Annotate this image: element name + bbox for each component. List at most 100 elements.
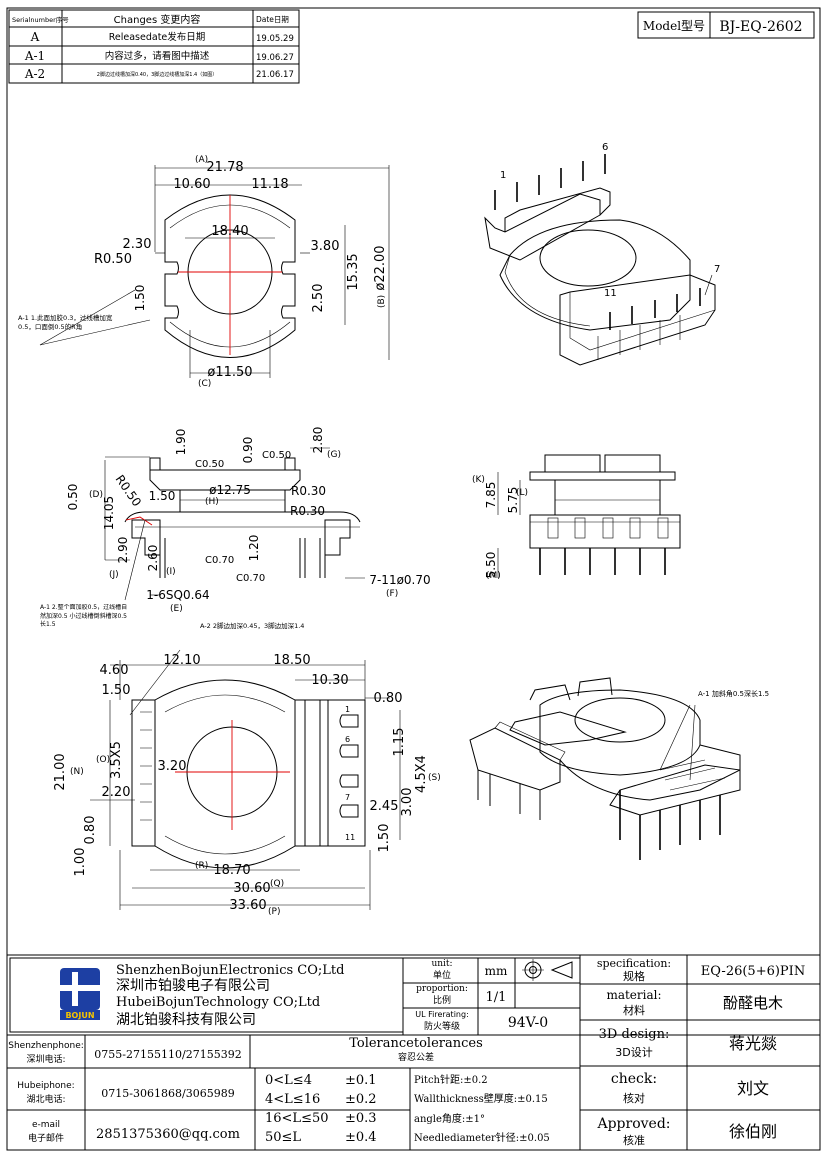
ref-s: (S)	[428, 773, 441, 783]
iso-pin-11: 11	[604, 288, 617, 299]
email-label: e-mail	[32, 1120, 60, 1130]
fire-label: UL Firerating:	[415, 1010, 469, 1019]
spec-value: EQ-26(5+6)PIN	[701, 964, 805, 979]
dim-21-00: 21.00	[53, 753, 68, 790]
dim-7-11-dia: 7-11ø0.70	[369, 573, 430, 587]
pad-label-1: 1	[345, 705, 350, 714]
dim-2-90: 2.90	[116, 537, 130, 564]
dim-0-50: 0.50	[66, 484, 80, 511]
model-box: Model型号 BJ-EQ-2602	[637, 11, 815, 39]
side-view: 1.90 0.90 2.80 (G) C0.50 C0.50 ø12.75 (H…	[40, 427, 431, 628]
projection-symbol-icon	[522, 959, 573, 981]
top-view: 21.78 (A) 10.60 11.18 18.40 2.30 R0.50 3…	[18, 155, 390, 389]
rev-date-a: 19.05.29	[256, 34, 294, 44]
bottom-view: 12.10 18.50 4.60 10.30 1.50 0.80 3.5X5 3…	[53, 622, 441, 917]
rev-change-a1: 内容过多，请看图中描述	[105, 50, 210, 62]
design-value: 蒋光燚	[729, 1034, 777, 1053]
dim-c0-70-a: C0.70	[205, 555, 234, 566]
pad-label-7: 7	[345, 793, 350, 802]
tol-wall: Wallthickness壁厚度:±0.15	[414, 1092, 548, 1105]
rev-header-changes: Changes 变更内容	[114, 13, 201, 26]
rev-change-a2: 2脚边过线槽加深0.40，3脚边过线槽加深1.4（如图）	[97, 71, 217, 78]
ref-k: (K)	[472, 475, 485, 485]
ref-b: (B)	[377, 295, 387, 308]
dim-c0-50-a: C0.50	[195, 459, 224, 470]
dim-1-15: 1.15	[392, 728, 407, 757]
dim-4-60: 4.60	[100, 663, 129, 678]
company-en-2: HubeiBojunTechnology CO;Ltd	[116, 995, 320, 1010]
top-view-note: A-1 1.此面加胶0.3，过线槽加宽0.5，口面倒0.5的R角	[18, 314, 113, 331]
ref-j: (J)	[109, 570, 119, 580]
dim-7-85: 7.85	[484, 482, 498, 509]
tol-range-1: 0<L≤4	[265, 1073, 312, 1088]
dim-1-50-c: 1.50	[377, 824, 392, 853]
tol-range-3: 16<L≤50	[265, 1111, 329, 1126]
side-view-note: A-1 2.整个面加胶0.5，过线槽自然加深0.5 小过线槽倒斜槽深0.5长1.…	[40, 604, 128, 628]
approved-label-cn: 核准	[623, 1133, 645, 1147]
proportion-value: 1/1	[486, 990, 507, 1005]
dim-1-90: 1.90	[174, 429, 188, 456]
dim-3-20: 3.20	[158, 759, 187, 774]
dim-10-30: 10.30	[311, 673, 348, 688]
iso-pin-7: 7	[714, 264, 720, 275]
rev-serial-a2: A-2	[24, 67, 45, 81]
tol-needle: Needlediameter针径:±0.05	[414, 1131, 550, 1144]
phone-sz-label-cn: 深圳电话:	[26, 1053, 65, 1065]
dim-5-50: 5.50	[484, 552, 498, 579]
logo-text: BOJUN	[65, 1011, 94, 1020]
ref-l: (L)	[516, 488, 528, 498]
design-label: 3D design:	[599, 1027, 670, 1042]
ref-g: (G)	[327, 450, 341, 460]
ref-r: (R)	[195, 861, 208, 871]
dim-c0-70-b: C0.70	[236, 573, 265, 584]
email-label-cn: 电子邮件	[28, 1132, 64, 1144]
iso-top-view: 1 6 7 11	[484, 142, 720, 366]
pad-label-6: 6	[345, 735, 350, 744]
dim-1-6-sq: 1-6SQ0.64	[146, 588, 209, 602]
phone-sz-value: 0755-27155110/27155392	[94, 1048, 241, 1061]
revision-table: Serialnumber序号 Changes 变更内容 Date日期 A Rel…	[8, 9, 300, 84]
tol-value-3: ±0.3	[345, 1111, 377, 1126]
phone-sz-label: Shenzhenphone:	[8, 1041, 84, 1051]
email-value: 2851375360@qq.com	[96, 1127, 240, 1142]
company-en-1: ShenzhenBojunElectronics CO;Ltd	[116, 963, 344, 978]
dim-2-80: 2.80	[311, 427, 325, 454]
ref-o: (O)	[96, 755, 110, 765]
dim-r0-30-side: R0.30	[290, 504, 325, 518]
spec-label: specification:	[597, 957, 671, 970]
pad-label-11: 11	[345, 833, 355, 842]
front-view: 7.85 5.75 5.50 (K) (L) (M)	[472, 454, 681, 581]
sheet-border	[6, 7, 821, 1151]
tol-angle: angle角度:±1°	[414, 1112, 485, 1125]
check-value: 刘文	[737, 1079, 769, 1098]
dim-1-50-side: 1.50	[149, 489, 176, 503]
fire-label-cn: 防火等级	[424, 1020, 460, 1032]
dim-4-5x4: 4.5X4	[414, 755, 429, 793]
dim-0-80-b: 0.80	[374, 691, 403, 706]
iso-bottom-view: A-1 加斜角0.5深长1.5	[469, 677, 770, 860]
dim-2-20: 2.20	[102, 785, 131, 800]
tol-value-4: ±0.4	[345, 1130, 377, 1145]
dim-30-60: 30.60	[233, 881, 270, 896]
ref-c: (C)	[198, 379, 211, 389]
dim-1-20: 1.20	[247, 535, 261, 562]
tol-range-2: 4<L≤16	[265, 1092, 320, 1107]
approved-label: Approved:	[596, 1116, 670, 1132]
dim-r0-50-side: R0.50	[112, 472, 144, 509]
phone-hb-label-cn: 湖北电话:	[26, 1093, 65, 1105]
ref-f: (F)	[386, 589, 398, 599]
phone-hb-label: Hubeiphone:	[17, 1081, 74, 1091]
fire-value: 94V-0	[508, 1015, 548, 1031]
dim-1-00: 1.00	[73, 848, 88, 877]
dim-3-5x5: 3.5X5	[109, 741, 124, 779]
iso-pin-6: 6	[602, 142, 608, 153]
material-label: material:	[606, 988, 661, 1002]
iso-bottom-note: A-1 加斜角0.5深长1.5	[698, 690, 770, 698]
material-value: 酚醛电木	[723, 994, 783, 1012]
dim-15-35: 15.35	[346, 253, 361, 290]
ref-d: (D)	[89, 490, 103, 500]
dim-33-60: 33.60	[229, 898, 266, 913]
dim-3-80: 3.80	[311, 239, 340, 254]
rev-date-a2: 21.06.17	[256, 70, 294, 80]
design-label-cn: 3D设计	[615, 1046, 652, 1059]
